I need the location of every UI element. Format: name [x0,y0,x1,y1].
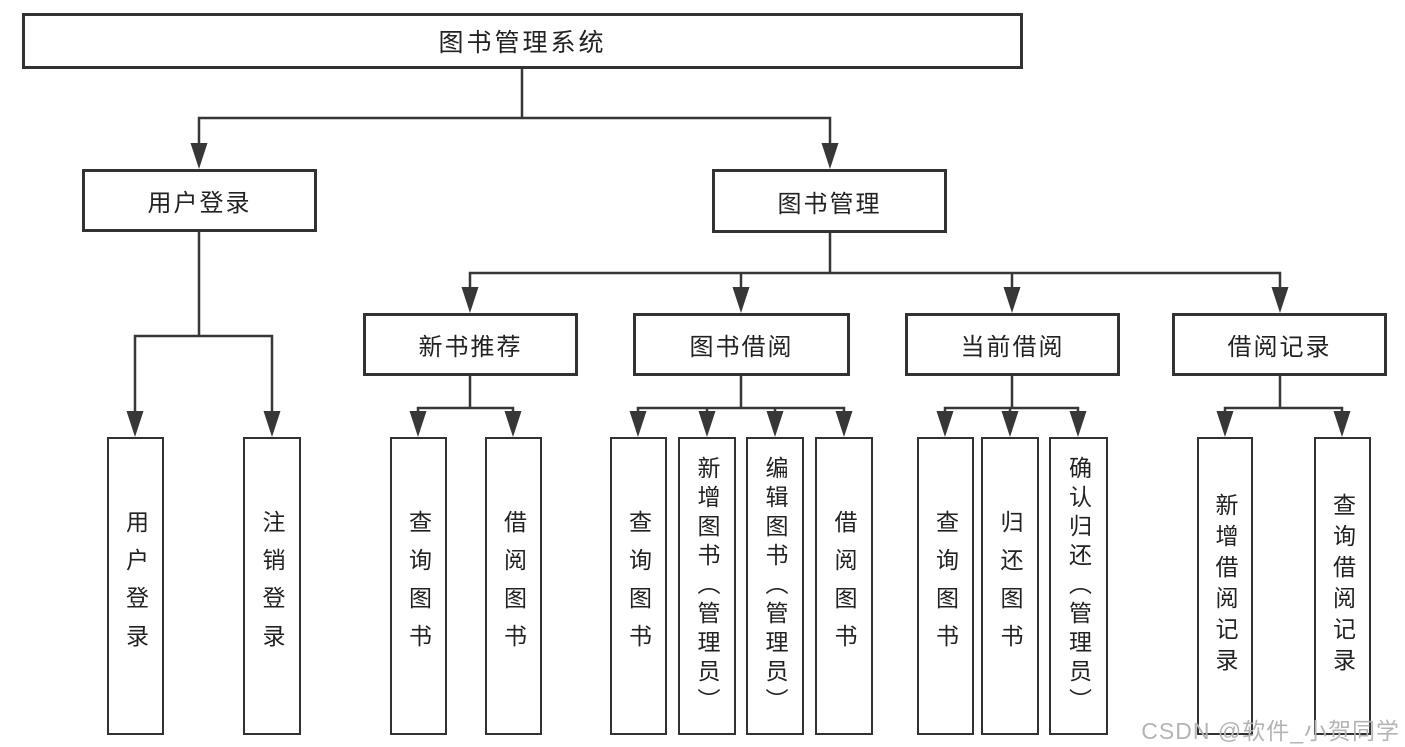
leaf-query-book-current: 查询图书 [917,437,974,735]
leaf-query-book-borrow: 查询图书 [610,437,667,735]
node-borrow-record: 借阅记录 [1172,313,1387,376]
leaf-logout-login-label: 注销登录 [259,510,285,662]
leaf-return-book-label: 归还图书 [997,510,1023,662]
node-book-management: 图书管理 [712,169,947,233]
watermark: CSDN @软件_小贺同学 [1141,718,1400,744]
node-book-borrow: 图书借阅 [633,313,850,376]
leaf-user-login-label: 用户登录 [122,510,149,662]
leaf-user-login: 用户登录 [107,437,164,735]
node-root-label: 图书管理系统 [438,29,607,57]
leaf-query-borrow-record: 查询借阅记录 [1314,437,1371,735]
leaf-query-book-recommend-label: 查询图书 [405,510,432,662]
node-new-book-recommend: 新书推荐 [363,313,578,376]
leaf-add-book-admin-label: 新增图书（管理员） [694,455,720,717]
leaf-confirm-return-admin: 确认归还（管理员） [1049,437,1108,735]
leaf-borrow-book: 借阅图书 [815,437,873,735]
leaf-query-book-current-label: 查询图书 [932,510,959,662]
node-user-login: 用户登录 [82,169,317,232]
leaf-add-borrow-record-label: 新增借阅记录 [1212,493,1238,679]
node-book-management-label: 图书管理 [777,190,882,218]
leaf-query-borrow-record-label: 查询借阅记录 [1329,493,1356,679]
node-new-book-recommend-label: 新书推荐 [418,334,523,361]
node-book-borrow-label: 图书借阅 [689,334,794,361]
node-user-login-label: 用户登录 [147,190,252,217]
leaf-edit-book-admin-label: 编辑图书（管理员） [762,455,788,717]
node-current-borrow: 当前借阅 [905,313,1120,376]
leaf-return-book: 归还图书 [981,437,1039,735]
node-current-borrow-label: 当前借阅 [960,334,1065,361]
leaf-query-book-borrow-label: 查询图书 [625,510,652,662]
leaf-edit-book-admin: 编辑图书（管理员） [746,437,804,735]
leaf-add-book-admin: 新增图书（管理员） [678,437,736,735]
leaf-query-book-recommend: 查询图书 [390,437,447,735]
leaf-confirm-return-admin-label: 确认归还（管理员） [1065,455,1092,717]
leaf-borrow-book-label: 借阅图书 [831,510,857,662]
leaf-logout-login: 注销登录 [243,437,301,735]
node-borrow-record-label: 借阅记录 [1227,334,1332,361]
leaf-add-borrow-record: 新增借阅记录 [1197,437,1253,735]
leaf-borrow-book-recommend: 借阅图书 [485,437,542,735]
node-root: 图书管理系统 [22,13,1023,69]
leaf-borrow-book-recommend-label: 借阅图书 [500,510,527,662]
